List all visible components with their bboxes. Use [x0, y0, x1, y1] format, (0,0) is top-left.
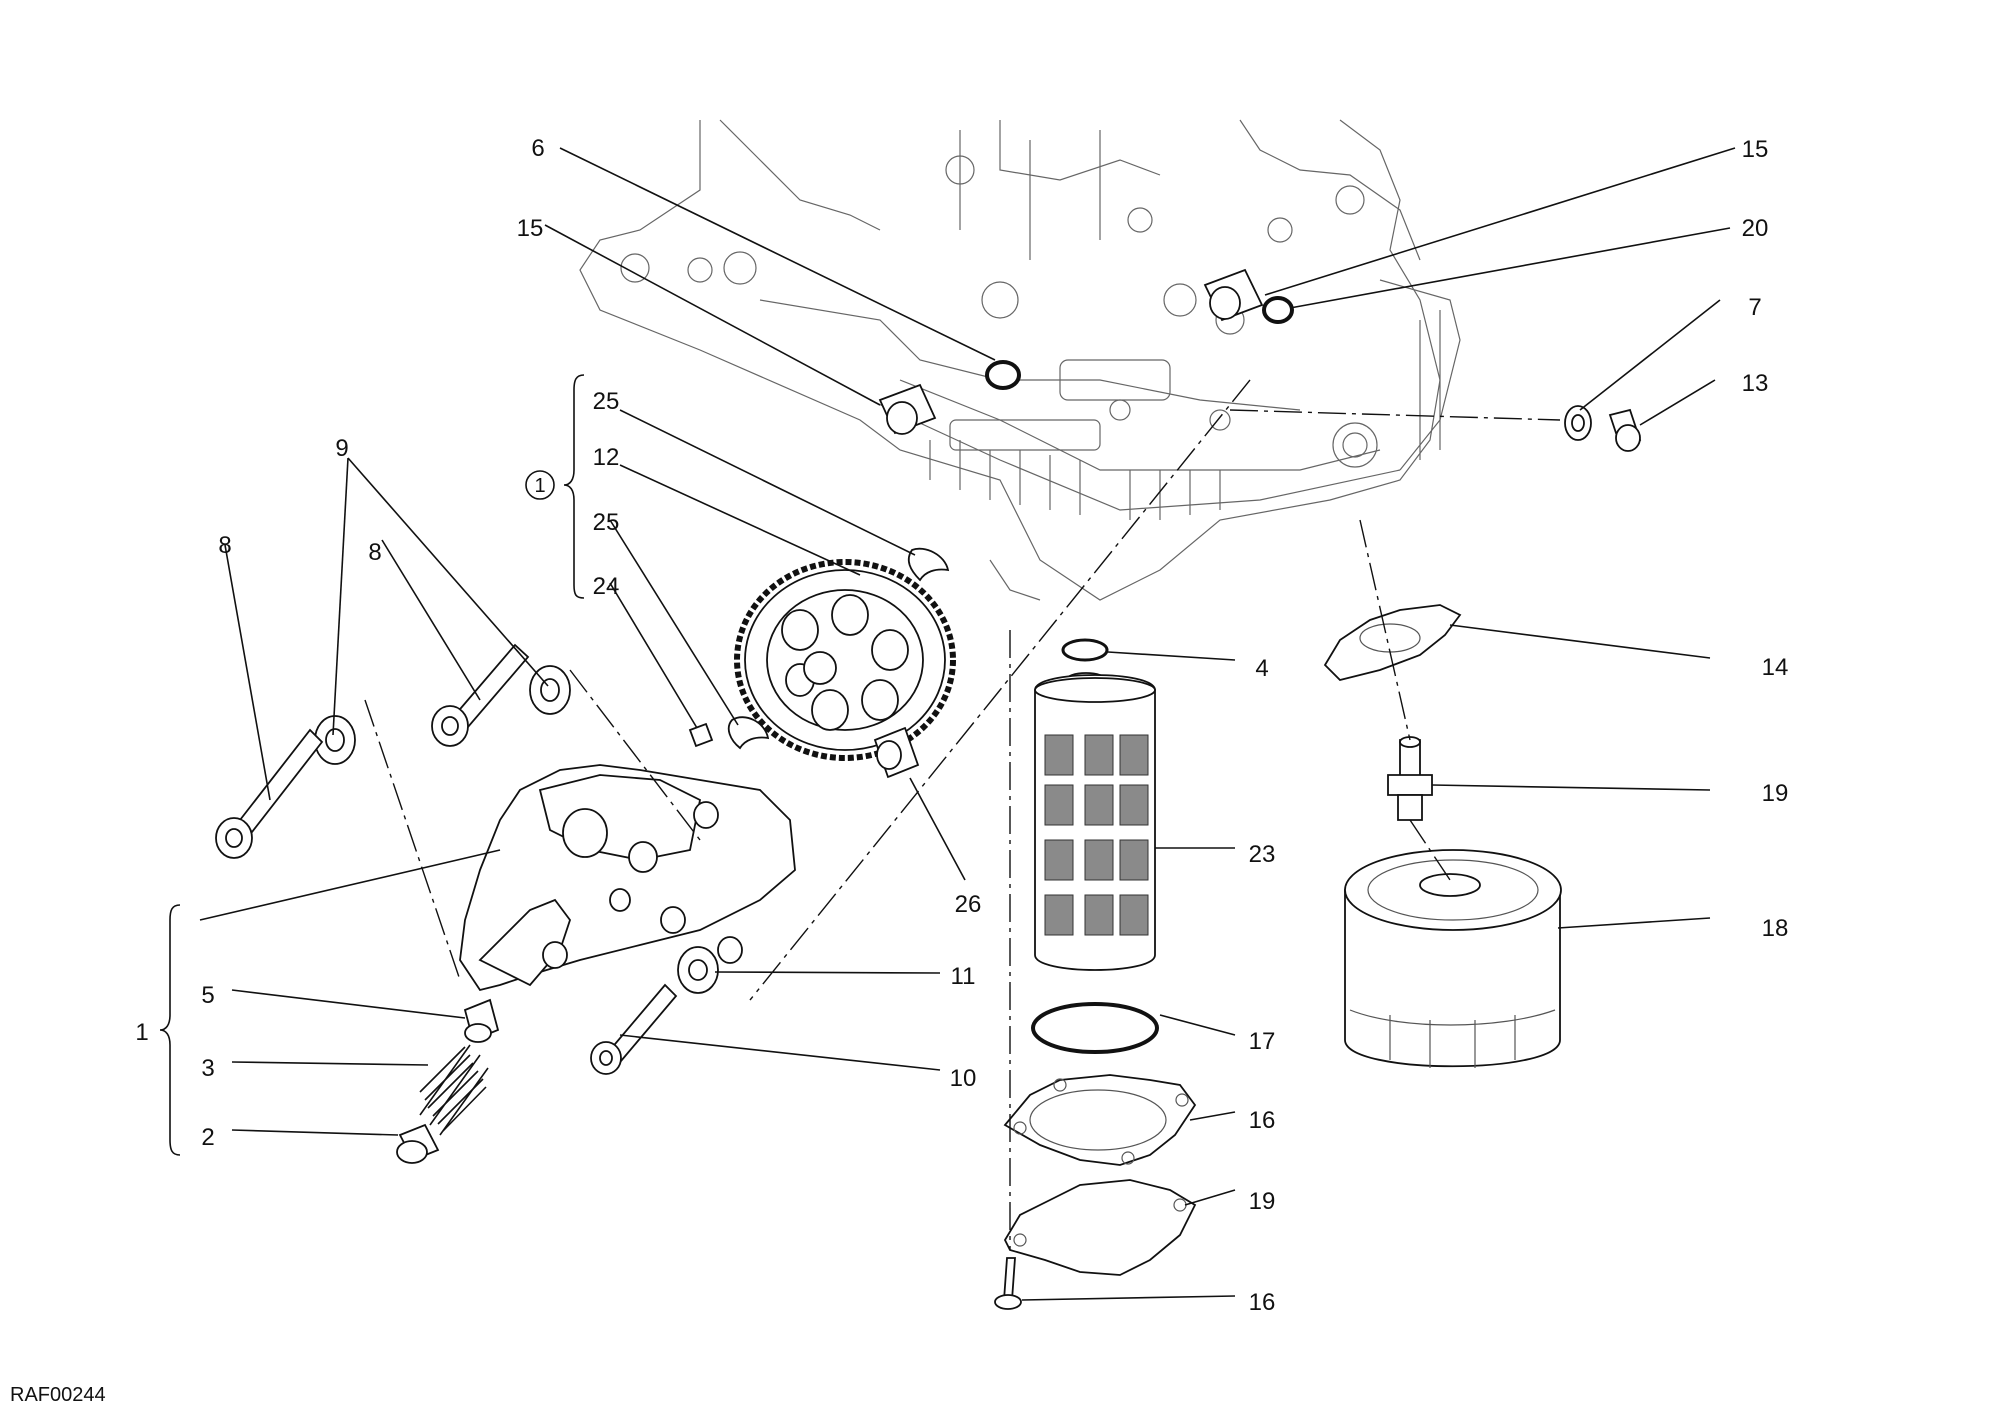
label-23: 23 [1249, 841, 1276, 868]
plug-2 [396, 1123, 440, 1164]
dowel-bush-15-left [878, 383, 937, 435]
washer-9-left [314, 715, 356, 765]
bracket-14 [1323, 604, 1462, 681]
drawing-code: RAF00244 [10, 1384, 106, 1406]
assembly-lines [364, 379, 1561, 1250]
label-15-right: 15 [1742, 136, 1769, 163]
o-ring-18 [1031, 1002, 1159, 1054]
bush-26 [873, 726, 920, 779]
label-11: 11 [951, 963, 976, 990]
label-8-right: 8 [368, 539, 381, 566]
label-13: 13 [1742, 370, 1769, 397]
circlip-25-lower [727, 716, 770, 750]
label-17: 16 [1249, 1107, 1276, 1134]
engine-crankcase [579, 119, 1461, 601]
label-5: 5 [201, 982, 214, 1009]
relief-valve-5 [463, 998, 500, 1043]
label-26: 26 [955, 891, 982, 918]
o-ring-4 [1061, 638, 1109, 662]
label-2: 2 [201, 1124, 214, 1151]
bolt-10 [590, 983, 678, 1075]
label-7: 7 [1748, 294, 1761, 321]
oil-pump-body [459, 764, 796, 992]
label-16: 16 [1249, 1289, 1276, 1316]
label-24: 24 [593, 573, 620, 600]
key-24 [688, 722, 714, 748]
label-25-lower: 25 [593, 509, 620, 536]
gear-12 [734, 559, 956, 761]
label-10: 10 [950, 1065, 977, 1092]
label-18: 17 [1249, 1028, 1276, 1055]
cover-19 [1003, 1179, 1197, 1276]
callout-labels: 6 15 15 20 7 13 25 12 25 24 9 8 8 4 14 1… [135, 135, 1788, 1316]
washer-11 [677, 946, 719, 994]
leader-lines [199, 147, 1736, 1301]
label-20: 18 [1762, 915, 1789, 942]
group-marker-number: 1 [534, 475, 545, 497]
group-brace-1 [159, 904, 181, 1156]
label-19: 19 [1249, 1188, 1276, 1215]
label-8-left: 8 [218, 532, 231, 559]
label-14: 14 [1762, 654, 1789, 681]
label-9: 9 [335, 435, 348, 462]
gasket-17 [1003, 1074, 1197, 1166]
oil-filter-20 [1344, 849, 1562, 1068]
o-ring-6 [985, 360, 1021, 390]
bolt-8-left [215, 728, 324, 859]
spring-3 [419, 1044, 489, 1136]
label-22: 20 [1742, 215, 1769, 242]
dowel-bush-15-right [1203, 268, 1264, 322]
circlip-25-top [907, 547, 950, 582]
filter-screen-23 [1034, 672, 1156, 971]
group-brace-marker [563, 374, 585, 599]
bolt-8-right [431, 643, 530, 747]
label-25-top: 25 [593, 388, 620, 415]
label-6: 6 [531, 135, 544, 162]
plug-13 [1608, 408, 1642, 452]
group-marker-circle: 1 [525, 470, 555, 500]
nipple-21 [1387, 736, 1433, 821]
o-ring-22 [1262, 296, 1294, 324]
washer-7 [1564, 405, 1592, 441]
screw-16 [994, 1257, 1022, 1310]
label-4: 4 [1255, 655, 1268, 682]
label-1: 1 [135, 1019, 148, 1046]
label-15-left: 15 [517, 215, 544, 242]
label-21: 19 [1762, 780, 1789, 807]
label-12: 12 [593, 444, 620, 471]
label-3: 3 [201, 1055, 214, 1082]
